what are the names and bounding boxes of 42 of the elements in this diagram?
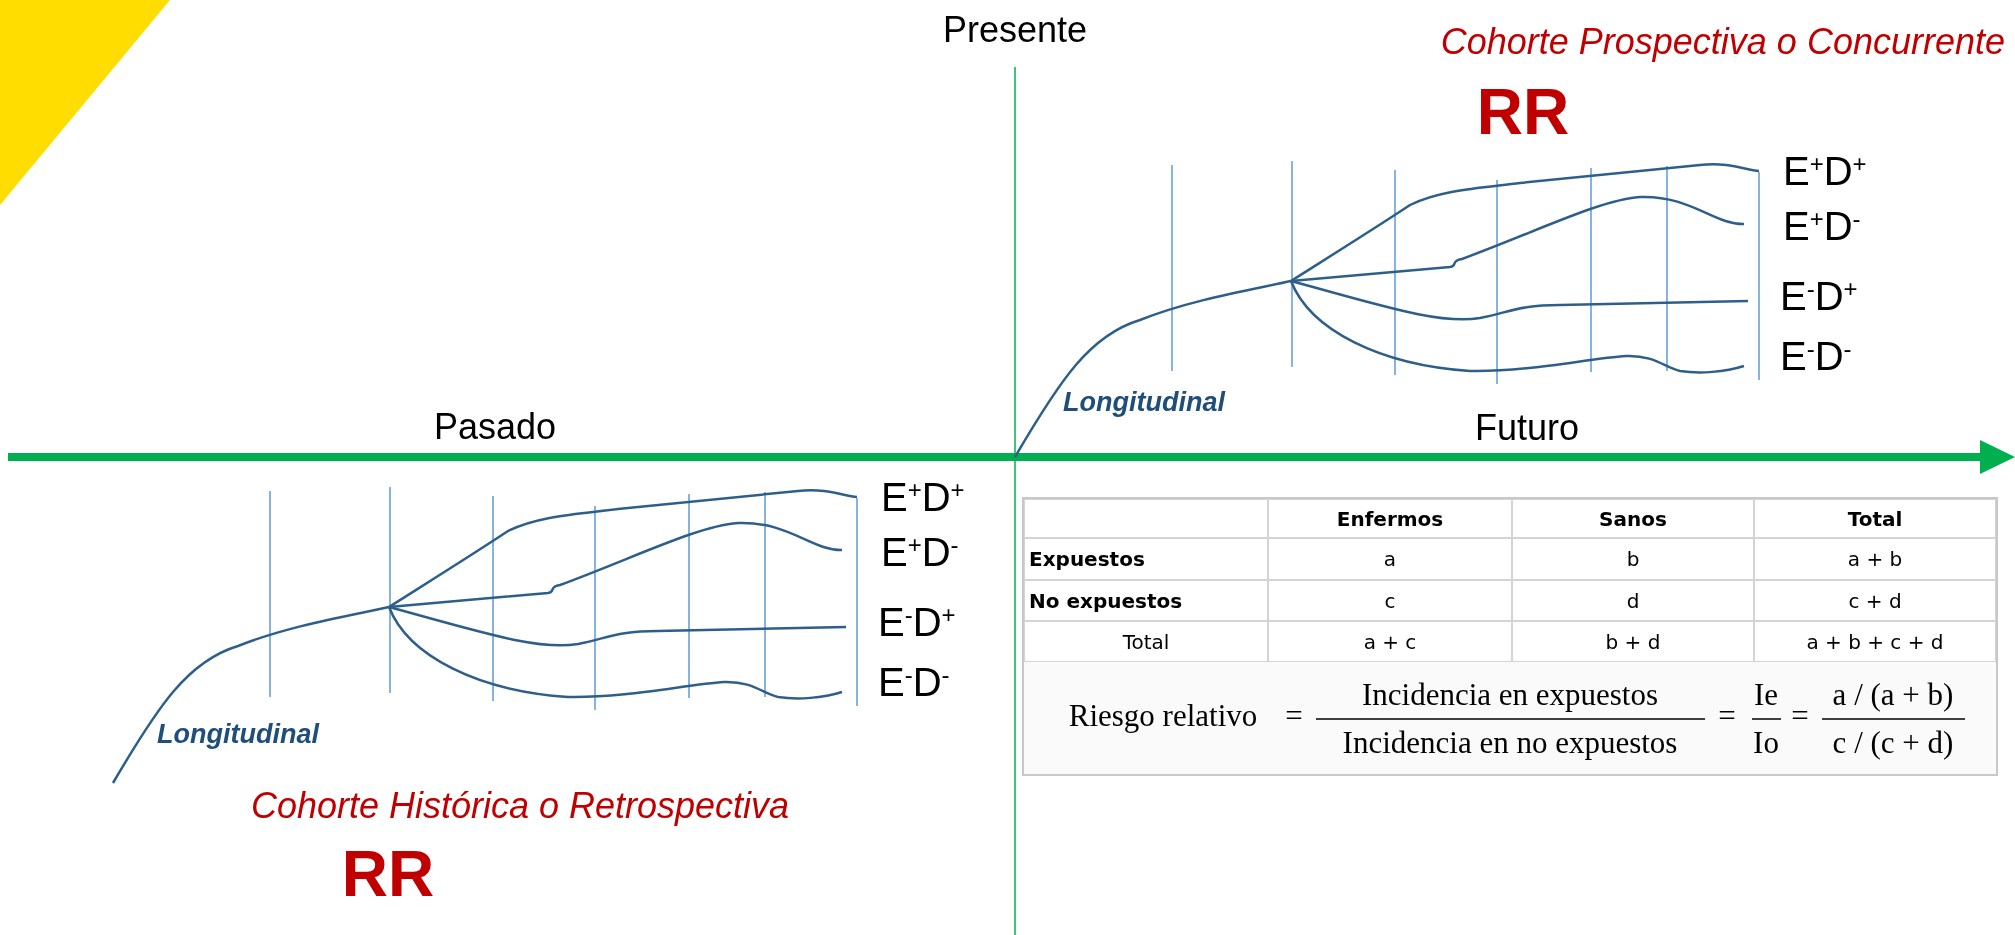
numerator: Ie	[1753, 677, 1779, 713]
measure-label: RR	[1476, 76, 1570, 148]
table-value: c	[1268, 580, 1512, 621]
group-label: E$^{-}$D$^{+}$	[878, 600, 956, 644]
group-label: E$^{-}$D$^{-}$	[1780, 334, 1852, 378]
group-label: E$^{-}$D$^{-}$	[878, 660, 950, 704]
denominator: Incidencia en no expuestos	[1342, 725, 1678, 761]
design-label: Longitudinal	[1063, 388, 1225, 418]
table-value: a + c	[1268, 621, 1512, 662]
table-value: d	[1512, 580, 1754, 621]
column-header: Sanos	[1512, 499, 1754, 538]
group-label: E$^{-}$D$^{+}$	[1780, 274, 1858, 318]
axis-label: Pasado	[433, 407, 557, 447]
axis-label: Futuro	[1475, 408, 1579, 448]
measure-label: RR	[341, 838, 435, 910]
study-type-title: Cohorte Prospectiva o Concurrente	[1440, 22, 2005, 62]
numerator: a / (a + b)	[1832, 677, 1954, 713]
row-header: Total	[1024, 621, 1268, 662]
column-header: Enfermos	[1268, 499, 1512, 538]
numerator: Incidencia en expuestos	[1361, 677, 1659, 713]
row-header: Expuestos	[1024, 538, 1268, 580]
table-value: a	[1268, 538, 1512, 580]
group-label: E$^{+}$D$^{-}$	[1783, 204, 1861, 248]
axis-label: Presente	[942, 10, 1088, 50]
table-value: b	[1512, 538, 1754, 580]
group-label: E$^{+}$D$^{+}$	[1783, 149, 1867, 193]
formula-text: Riesgo relativo	[1068, 698, 1258, 734]
group-label: E$^{+}$D$^{-}$	[881, 530, 959, 574]
equals-sign: =	[1791, 698, 1809, 734]
row-header: No expuestos	[1024, 580, 1268, 621]
denominator: c / (c + d)	[1832, 725, 1954, 761]
group-label: E$^{+}$D$^{+}$	[881, 475, 965, 519]
study-type-title: Cohorte Histórica o Retrospectiva	[250, 786, 790, 826]
table-value: a + b + c + d	[1754, 621, 1996, 662]
equals-sign: =	[1718, 698, 1736, 734]
table-value: b + d	[1512, 621, 1754, 662]
column-header: Total	[1754, 499, 1996, 538]
denominator: Io	[1753, 725, 1779, 761]
table-value: c + d	[1754, 580, 1996, 621]
design-label: Longitudinal	[157, 720, 319, 750]
table-value: a + b	[1754, 538, 1996, 580]
equals-sign: =	[1285, 698, 1303, 734]
